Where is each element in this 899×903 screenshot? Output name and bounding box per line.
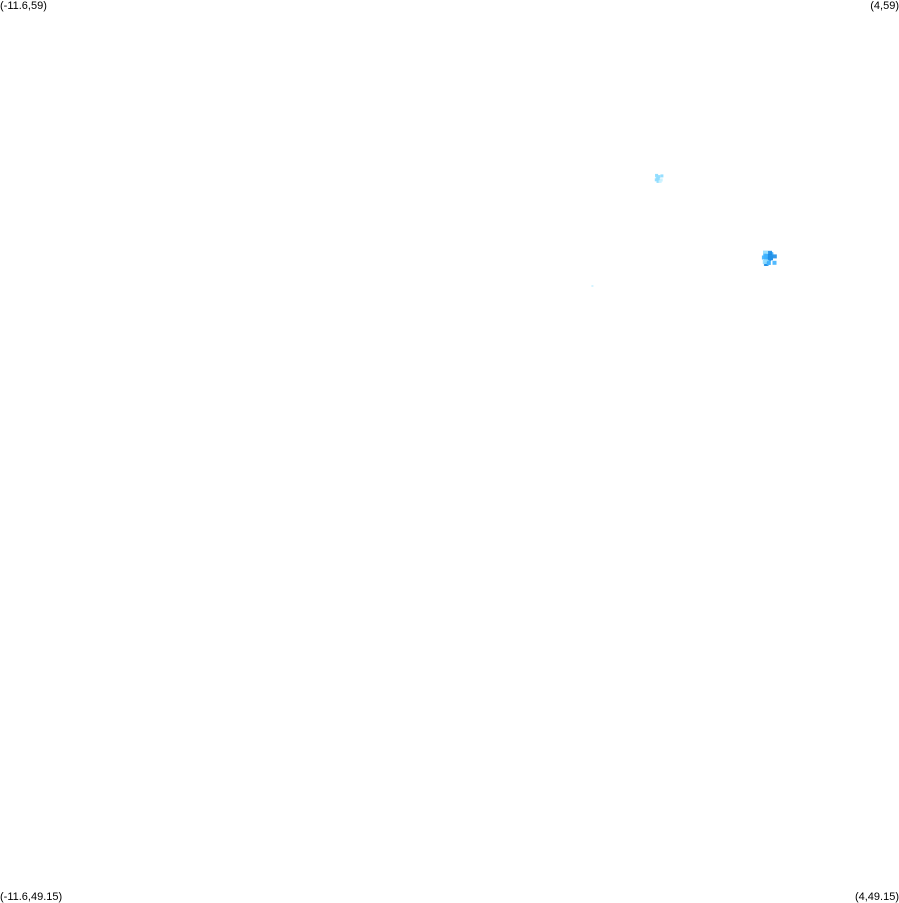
density-cell [762, 260, 767, 264]
density-cell [658, 179, 662, 183]
density-cell [654, 178, 658, 182]
density-cell [766, 261, 771, 265]
corner-label-top-left: (-11.6,59) [0, 0, 47, 12]
corner-label-top-right: (4,59) [870, 0, 899, 12]
density-cell [772, 260, 777, 265]
density-cell [591, 285, 594, 287]
corner-label-bottom-left: (-11.6,49.15) [0, 891, 63, 903]
density-cell [763, 250, 768, 256]
density-cell [763, 255, 768, 260]
density-cell [768, 250, 772, 255]
density-cell [772, 254, 777, 259]
cluster-east [761, 250, 777, 266]
density-cell [656, 177, 660, 181]
clusters-layer [591, 173, 777, 287]
density-cell [660, 174, 664, 178]
density-cell [656, 179, 660, 183]
corner-label-bottom-right: (4,49.15) [854, 891, 899, 903]
cluster-faint [591, 285, 594, 287]
density-cell [655, 173, 659, 177]
density-cell [767, 255, 773, 261]
density-cell [657, 175, 661, 179]
cluster-north [654, 173, 664, 183]
